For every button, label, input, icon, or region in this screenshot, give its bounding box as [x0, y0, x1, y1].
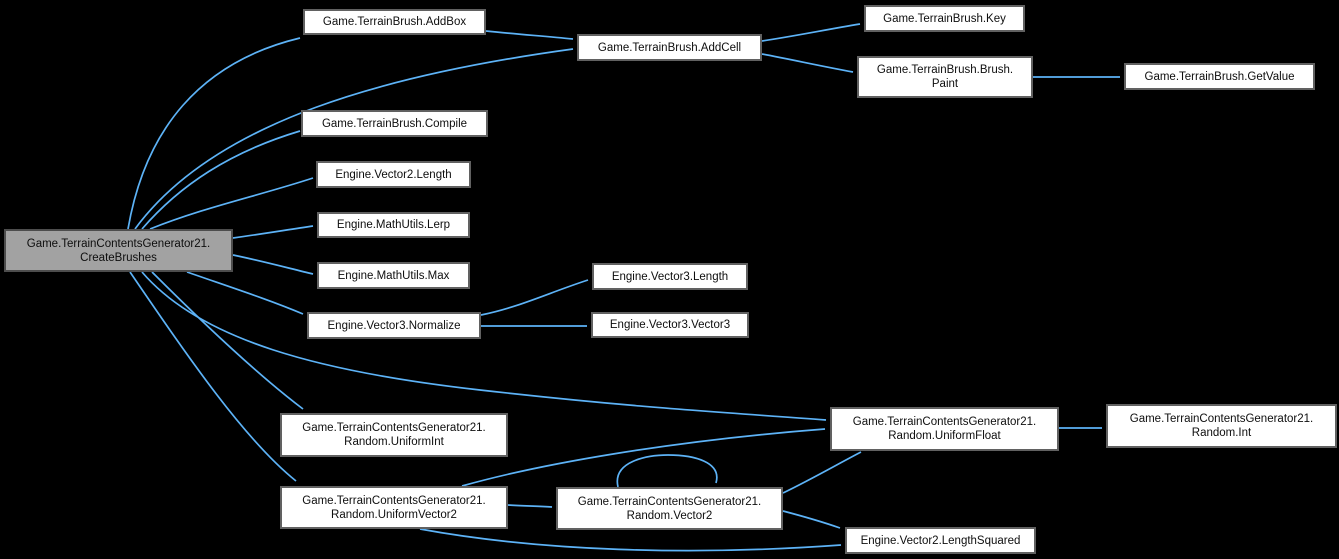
graph-node-lengthsquared[interactable]: Engine.Vector2.LengthSquared [845, 527, 1036, 554]
edge-createbrushes-to-mathutilslerp [232, 225, 314, 239]
graph-node-vector3length[interactable]: Engine.Vector3.Length [592, 263, 748, 290]
node-label-line: Engine.Vector3.Vector3 [609, 319, 731, 331]
edge-uniformvector2-to-randomvector2 [507, 504, 553, 508]
node-label-line: Engine.Vector2.Length [335, 168, 452, 181]
edge-createbrushes-to-mathutilsmax [232, 254, 314, 275]
node-label-line: Game.TerrainContentsGenerator21. [852, 416, 1037, 428]
edge-addbox-to-addcell [485, 30, 574, 40]
node-label-line: Game.TerrainBrush.Brush. [876, 64, 1014, 76]
graph-node-compile[interactable]: Game.TerrainBrush.Compile [301, 110, 488, 137]
edge-createbrushes-to-addbox [127, 37, 301, 230]
edge-uniformvector2-to-uniformfloat [461, 428, 826, 487]
node-label-line: Random.Vector2 [626, 509, 713, 522]
edge-addcell-to-key [761, 23, 861, 42]
edge-randomvector2-to-uniformfloat [782, 451, 862, 494]
graph-node-vector2length[interactable]: Engine.Vector2.Length [316, 161, 471, 188]
graph-node-addcell[interactable]: Game.TerrainBrush.AddCell [577, 34, 762, 61]
edge-createbrushes-to-uniformvector2 [129, 271, 297, 482]
graph-node-getvalue[interactable]: Game.TerrainBrush.GetValue [1124, 63, 1315, 90]
edge-createbrushes-to-vector2length [149, 177, 314, 230]
node-label-line: Game.TerrainContentsGenerator21. [302, 494, 486, 507]
node-label-line: Random.UniformInt [344, 436, 444, 448]
node-label-line: Paint [931, 78, 959, 90]
graph-node-uniformfloat[interactable]: Game.TerrainContentsGenerator21. Random.U… [830, 407, 1059, 451]
edge-uniformvector2-to-lengthsquared [419, 528, 842, 552]
edge-createbrushes-to-uniformfloat [141, 271, 827, 421]
edge-vector3normalize-to-vector3length [480, 279, 589, 316]
edge-createbrushes-to-vector3normalize [186, 271, 304, 315]
node-label-line: Game.TerrainBrush.Compile [321, 117, 468, 130]
node-label-line: Game.TerrainBrush.Key [883, 12, 1006, 25]
graph-node-uniformvector2[interactable]: Game.TerrainContentsGenerator21.Random.U… [280, 486, 508, 529]
node-label-line: Engine.Vector3.Length [611, 270, 729, 283]
graph-node-vector3vector3[interactable]: Engine.Vector3.Vector3 [591, 312, 749, 338]
graph-node-randomint[interactable]: Game.TerrainContentsGenerator21. Random.I… [1106, 404, 1337, 448]
graph-node-randomvector2[interactable]: Game.TerrainContentsGenerator21.Random.V… [556, 487, 783, 530]
graph-node-createbrushes: Game.TerrainContentsGenerator21.CreateBr… [4, 229, 233, 272]
edge-createbrushes-to-compile [141, 130, 301, 230]
node-label-line: Game.TerrainBrush.GetValue [1144, 70, 1295, 83]
node-label-line: Game.TerrainBrush.AddCell [597, 41, 742, 54]
graph-node-key[interactable]: Game.TerrainBrush.Key [864, 5, 1025, 32]
edge-randomvector2-to-lengthsquared [782, 510, 841, 529]
graph-node-uniformint[interactable]: Game.TerrainContentsGenerator21. Random.U… [280, 413, 508, 457]
node-label-line: Engine.MathUtils.Lerp [336, 219, 451, 231]
edge-randomvector2-to-randomvector2 [616, 454, 718, 488]
node-label-line: Game.TerrainContentsGenerator21. [26, 237, 211, 250]
node-label-line: Engine.Vector3.Normalize [327, 319, 461, 332]
edge-createbrushes-to-addcell [134, 48, 574, 230]
node-label-line: Random.UniformVector2 [331, 508, 457, 521]
graph-node-mathutilsmax[interactable]: Engine.MathUtils.Max [317, 262, 470, 289]
node-label-line: Engine.MathUtils.Max [337, 269, 450, 282]
node-label-line: Random.UniformFloat [888, 430, 1001, 442]
node-label-line: Game.TerrainContentsGenerator21. [1129, 413, 1314, 425]
node-label-line: Random.Int [1191, 427, 1252, 439]
edge-createbrushes-to-uniformint [151, 271, 304, 410]
node-label-line: Game.TerrainContentsGenerator21. [302, 422, 486, 434]
graph-node-brushpaint[interactable]: Game.TerrainBrush.Brush. Paint [857, 56, 1033, 98]
node-label-line: CreateBrushes [80, 251, 157, 264]
graph-node-addbox[interactable]: Game.TerrainBrush.AddBox [303, 9, 486, 35]
node-label-line: Game.TerrainBrush.AddBox [322, 16, 467, 28]
graph-node-vector3normalize[interactable]: Engine.Vector3.Normalize [307, 312, 481, 339]
node-label-line: Engine.Vector2.LengthSquared [860, 534, 1021, 547]
node-label-line: Game.TerrainContentsGenerator21. [577, 495, 762, 508]
edge-addcell-to-brushpaint [761, 53, 854, 73]
graph-node-mathutilslerp[interactable]: Engine.MathUtils.Lerp [317, 212, 470, 238]
